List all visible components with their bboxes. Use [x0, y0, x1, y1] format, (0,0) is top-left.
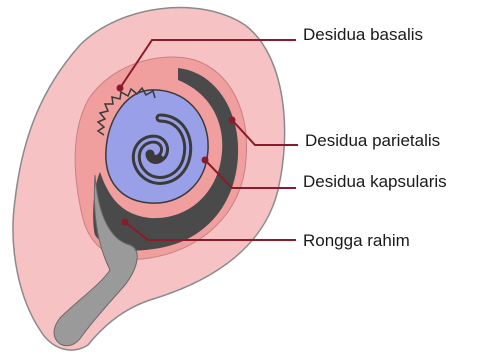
leader-basalis-dot — [118, 86, 123, 91]
leader-rongga-dot — [123, 220, 128, 225]
leader-kapsularis-dot — [203, 158, 208, 163]
label-desidua-basalis: Desidua basalis — [303, 25, 423, 45]
label-desidua-parietalis: Desidua parietalis — [305, 131, 440, 151]
chorion-sac — [106, 90, 208, 203]
label-desidua-kapsularis: Desidua kapsularis — [303, 172, 447, 192]
leader-parietalis-dot — [230, 118, 235, 123]
label-rongga-rahim: Rongga rahim — [303, 231, 410, 251]
